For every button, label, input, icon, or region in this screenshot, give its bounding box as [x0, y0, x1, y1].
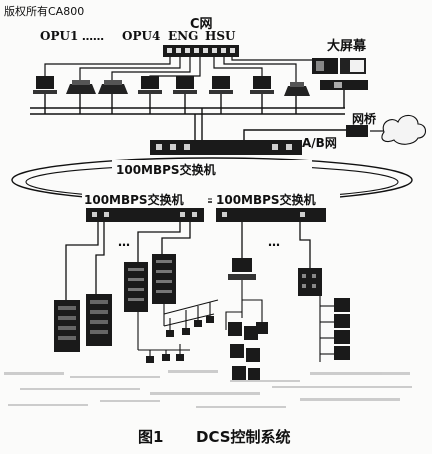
net-bridge-box — [346, 125, 368, 137]
ellipsis-right: … — [268, 235, 280, 249]
left-switch-box — [86, 208, 204, 222]
ab-bus — [30, 90, 350, 140]
field-wires — [65, 222, 311, 300]
scan-noise — [4, 370, 412, 408]
printer-icon — [284, 82, 310, 96]
eng-label: ENG — [168, 29, 198, 43]
workstation-row — [33, 76, 310, 96]
right-switch-box — [216, 208, 326, 222]
c-net-label: C网 — [190, 17, 213, 32]
main-switch-box — [150, 140, 302, 155]
watermark: 版权所有CA800 — [4, 4, 84, 18]
io-modules — [228, 322, 268, 380]
caption-figure-number: 图1 — [138, 428, 163, 446]
workstation-icon — [33, 76, 57, 94]
main-switch-label: 100MBPS交换机 — [116, 162, 216, 177]
control-cabinet — [124, 262, 148, 312]
right-switch-label: 100MBPS交换机 — [216, 192, 316, 207]
opu1-label: OPU1 — [40, 29, 78, 43]
big-screen-panels — [312, 58, 368, 90]
control-cabinet — [54, 300, 80, 352]
control-cabinet — [152, 254, 176, 304]
workstation-icon — [173, 76, 197, 94]
workstation-icon — [138, 76, 162, 94]
big-screen-label: 大屏幕 — [327, 38, 367, 54]
workstation-icon — [250, 76, 274, 94]
io-rack — [298, 268, 322, 296]
fieldbus-lines — [137, 299, 219, 358]
opu4-label: OPU4 — [122, 29, 160, 43]
field-workstation — [228, 258, 256, 280]
ab-net-label: A/B网 — [302, 136, 337, 150]
workstation-icon — [209, 76, 233, 94]
c-net-hub — [163, 45, 239, 57]
dots-label: …… — [82, 30, 104, 43]
left-switch-label: 100MBPS交换机 — [84, 192, 184, 207]
ellipsis-left: … — [118, 235, 130, 249]
net-bridge-label: 网桥 — [352, 111, 377, 126]
fieldbus-devices — [146, 316, 214, 363]
hsu-label: HSU — [205, 29, 236, 43]
printer-icon — [98, 80, 128, 94]
caption-title: DCS控制系统 — [196, 428, 291, 446]
cloud-icon — [381, 114, 427, 145]
io-rack-modules — [334, 298, 350, 360]
printer-icon — [66, 80, 96, 94]
control-cabinet — [86, 294, 112, 346]
